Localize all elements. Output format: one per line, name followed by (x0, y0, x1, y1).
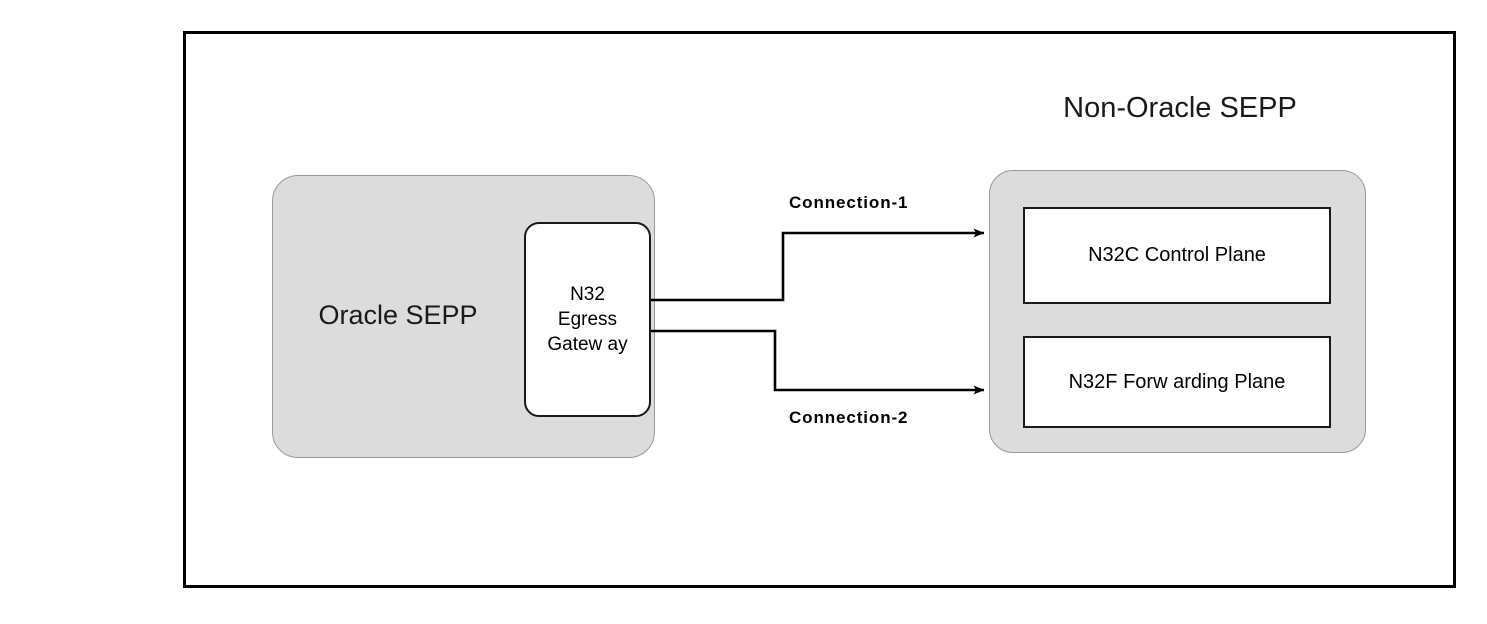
n32-egress-gateway-node[interactable]: N32 Egress Gatew ay (524, 222, 651, 417)
non-oracle-sepp-title: Non-Oracle SEPP (1063, 92, 1297, 124)
n32f-forwarding-plane-label: N32F Forw arding Plane (1068, 370, 1286, 393)
oracle-sepp-label: Oracle SEPP (318, 300, 478, 330)
n32-egress-gateway-label: N32 Egress Gatew ay (547, 283, 628, 356)
connection-2-label: Connection-2 (789, 408, 909, 427)
n32f-forwarding-plane-node[interactable]: N32F Forw arding Plane (1023, 336, 1331, 428)
connection-1-label: Connection-1 (789, 193, 909, 212)
n32c-control-plane-label: N32C Control Plane (1088, 244, 1266, 266)
n32c-control-plane-node[interactable]: N32C Control Plane (1023, 207, 1331, 304)
